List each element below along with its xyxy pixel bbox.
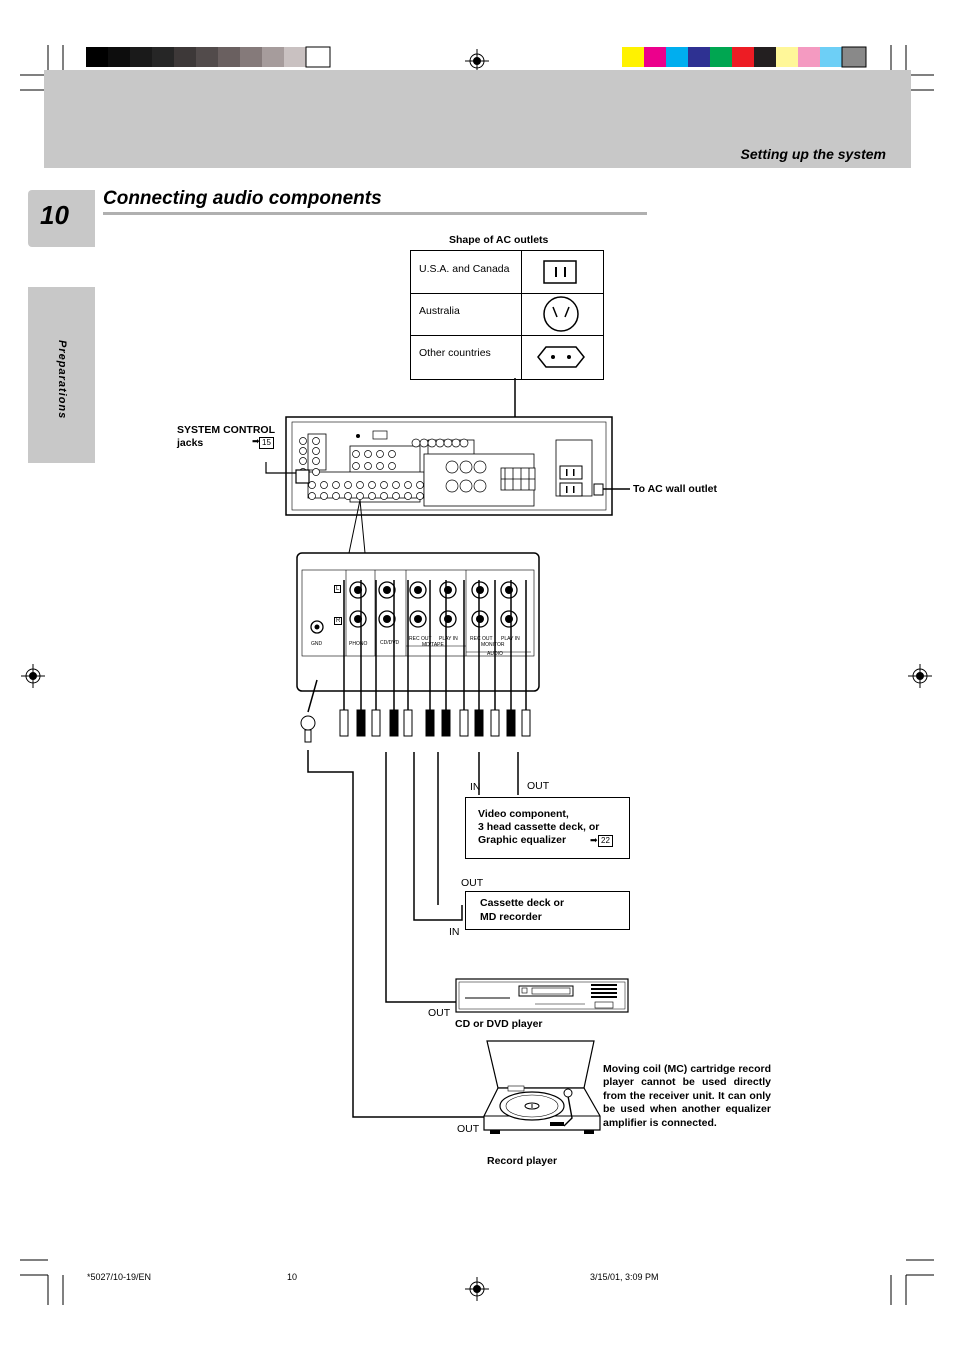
footer-date: 3/15/01, 3:09 PM <box>590 1272 659 1282</box>
outlet-australia-icon <box>543 296 579 332</box>
outlet-europe-icon <box>537 346 585 368</box>
jack-label-phono: PHONO <box>349 641 368 647</box>
record-player-label: Record player <box>487 1155 558 1167</box>
footer-page: 10 <box>287 1272 298 1282</box>
registration-marks <box>21 49 932 1301</box>
cables <box>300 580 531 1118</box>
receiver-diagram <box>265 416 630 554</box>
gray-bar <box>86 46 331 68</box>
ac-outlets-table: U.S.A. and Canada Australia Other countr… <box>410 250 604 380</box>
gnd-terminal-icon <box>310 620 324 634</box>
cassette-box <box>465 891 630 930</box>
video-line1: Video component, <box>478 808 569 820</box>
jack-label-l: L <box>334 585 342 593</box>
system-control-jacks-label: jacks <box>177 437 204 449</box>
cd-player-icon <box>455 978 629 1013</box>
cassette-line2: MD recorder <box>480 911 542 923</box>
jack-label-rec-out-2: REC OUT <box>470 636 493 642</box>
page-number: 10 <box>40 200 69 230</box>
jack-label-rec-out-1: REC OUT <box>409 636 432 642</box>
ac-row-other: Other countries <box>419 347 491 359</box>
video-ref-arrow-icon: ➡ <box>590 835 598 845</box>
video-ref: 22 <box>598 835 613 847</box>
cassette-in-label: IN <box>449 926 460 938</box>
record-out-label: OUT <box>457 1123 480 1135</box>
jack-label-monitor: MONITOR <box>481 642 505 648</box>
mc-cartridge-note: Moving coil (MC) cartridge record player… <box>603 1063 771 1129</box>
gnd-lug-icon <box>300 715 316 743</box>
video-component-box <box>465 797 630 859</box>
title-rule <box>103 212 647 215</box>
page-title: Connecting audio components <box>103 188 382 209</box>
jack-label-gnd: GND <box>311 641 323 647</box>
jack-label-cd-dvd: CD/DVD <box>380 640 400 646</box>
footer-code: *5027/10-19/EN <box>87 1272 152 1282</box>
jack-label-r: R <box>334 617 343 625</box>
ref-arrow-icon: ➡ <box>252 436 260 446</box>
cd-player-label: CD or DVD player <box>455 1018 543 1030</box>
system-control-jack-highlight <box>295 469 310 484</box>
ac-wall-label: To AC wall outlet <box>633 483 717 495</box>
side-tab-label: Preparations <box>56 340 68 420</box>
outlet-usa-icon <box>543 260 577 284</box>
ac-outlets-heading: Shape of AC outlets <box>449 234 549 246</box>
system-control-ref: 15 <box>259 437 274 449</box>
record-player-icon <box>483 1040 601 1134</box>
video-line2: 3 head cassette deck, or <box>478 821 600 833</box>
ac-row-usa: U.S.A. and Canada <box>411 251 603 294</box>
cassette-out-label: OUT <box>461 877 484 889</box>
ac-row-australia: Australia <box>411 293 603 336</box>
system-control-label: SYSTEM CONTROL <box>177 424 276 436</box>
video-line3: Graphic equalizer <box>478 834 567 846</box>
color-bar <box>622 46 867 68</box>
outlet-icons <box>537 260 585 368</box>
page-number-tab <box>28 190 95 247</box>
cassette-line1: Cassette deck or <box>480 897 565 909</box>
power-cord-plug <box>593 483 604 496</box>
cd-out-label: OUT <box>428 1007 451 1019</box>
side-tab <box>28 287 95 463</box>
side-tab-label-wrap: Preparations <box>50 300 70 450</box>
jack-label-md-tape: MD/TAPE <box>422 642 444 648</box>
section-title: Setting up the system <box>740 146 886 162</box>
header-band <box>44 70 911 168</box>
ac-outlet-icon <box>559 465 583 497</box>
jack-label-play-in-1: PLAY IN <box>439 636 458 642</box>
video-out-label: OUT <box>527 780 550 792</box>
video-in-label: IN <box>470 781 481 793</box>
